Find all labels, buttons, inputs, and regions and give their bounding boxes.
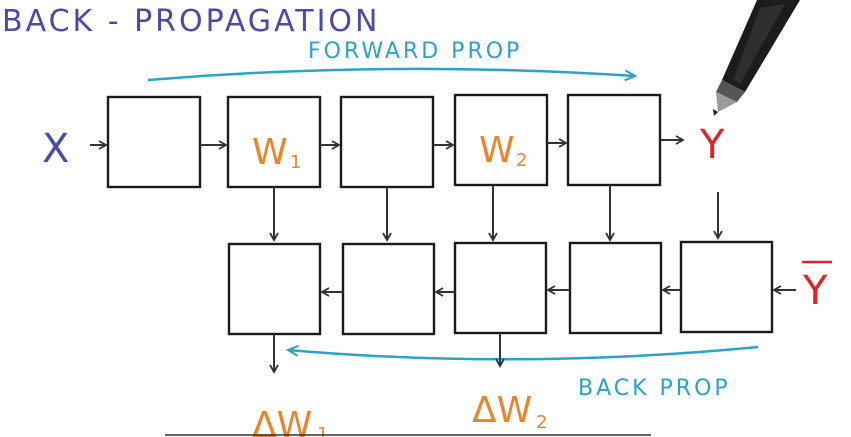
backward-box-4 bbox=[568, 241, 663, 335]
gradient-label-dw2: ΔW bbox=[472, 390, 532, 431]
gradient-sub-dw1: 1 bbox=[317, 424, 328, 437]
backward-box-1 bbox=[227, 242, 322, 336]
forward-box-3 bbox=[339, 95, 435, 189]
weight-sub-w1: 1 bbox=[290, 152, 301, 173]
weight-label-w2: W bbox=[479, 130, 515, 171]
pen-icon bbox=[713, 0, 800, 116]
input-label-x: X bbox=[42, 126, 69, 172]
forward-prop-label: FORWARD PROP bbox=[308, 39, 522, 64]
target-label-ybar: Y bbox=[802, 268, 828, 314]
back-prop-label: BACK PROP bbox=[578, 376, 731, 401]
backward-box-3 bbox=[453, 241, 548, 335]
backward-box-2 bbox=[341, 242, 436, 336]
forward-box-4 bbox=[453, 93, 549, 187]
output-label-y: Y bbox=[699, 122, 725, 168]
backward-box-5 bbox=[679, 240, 774, 334]
diagram-title: BACK - PROPAGATION bbox=[2, 4, 380, 39]
gradient-sub-dw2: 2 bbox=[536, 412, 547, 433]
forward-box-5 bbox=[566, 93, 662, 187]
gradient-label-dw1: ΔW bbox=[252, 405, 312, 437]
forward-box-1 bbox=[106, 95, 202, 189]
forward-prop-arrow bbox=[147, 67, 638, 82]
weight-sub-w2: 2 bbox=[516, 150, 527, 171]
weight-label-w1: W bbox=[252, 132, 288, 173]
back-prop-arrow bbox=[285, 344, 759, 361]
